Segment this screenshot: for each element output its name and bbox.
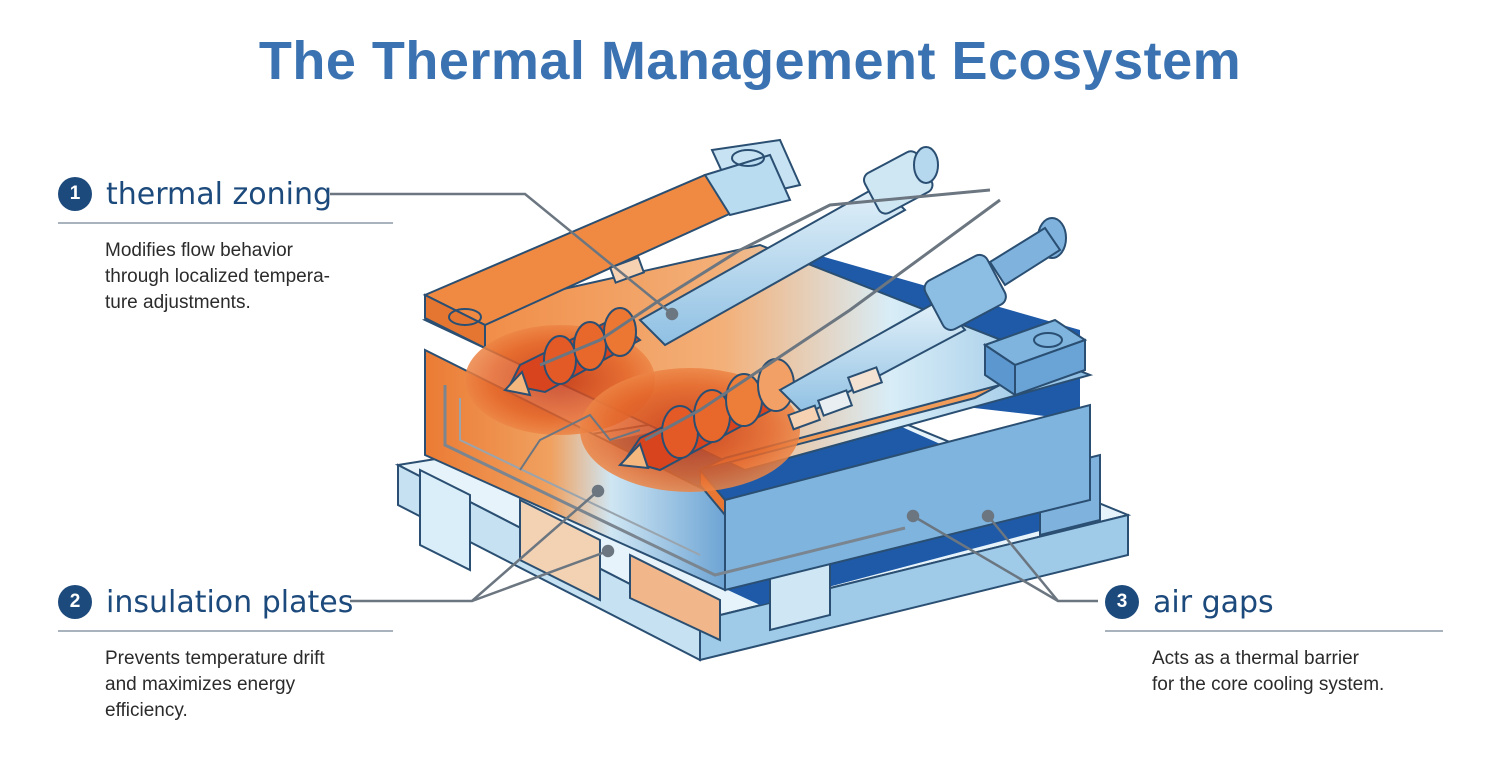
description-line: efficiency. [105,700,188,721]
callout-number-badge: 3 [1105,585,1139,619]
callout-underline [58,222,393,224]
callout-label: insulation plates [106,584,354,620]
description-line: through localized tempera- [105,266,330,287]
hot-runner-nozzles [503,146,1067,472]
callout-description: Modifies flow behavior through localized… [105,238,393,316]
description-line: and maximizes energy [105,674,296,695]
description-line: for the core cooling system. [1152,674,1385,695]
description-line: Prevents temperature drift [105,648,325,669]
callout-insulation-plates: 2 insulation plates Prevents temperature… [58,582,393,724]
callout-description: Prevents temperature drift and maximizes… [105,646,393,724]
description-line: Modifies flow behavior [105,240,293,261]
callout-underline [1105,630,1443,632]
page-title: The Thermal Management Ecosystem [258,31,1242,91]
callout-label: thermal zoning [106,176,333,212]
callout-underline [58,630,393,632]
description-line: Acts as a thermal barrier [1152,648,1359,669]
callout-number-badge: 2 [58,585,92,619]
callout-air-gaps: 3 air gaps Acts as a thermal barrier for… [1105,582,1443,698]
callout-thermal-zoning: 1 thermal zoning Modifies flow behavior … [58,174,393,316]
callout-number-badge: 1 [58,177,92,211]
description-line: ture adjustments. [105,292,251,313]
callout-label: air gaps [1153,584,1274,620]
callout-description: Acts as a thermal barrier for the core c… [1152,646,1443,698]
leader-lines [330,192,1098,603]
